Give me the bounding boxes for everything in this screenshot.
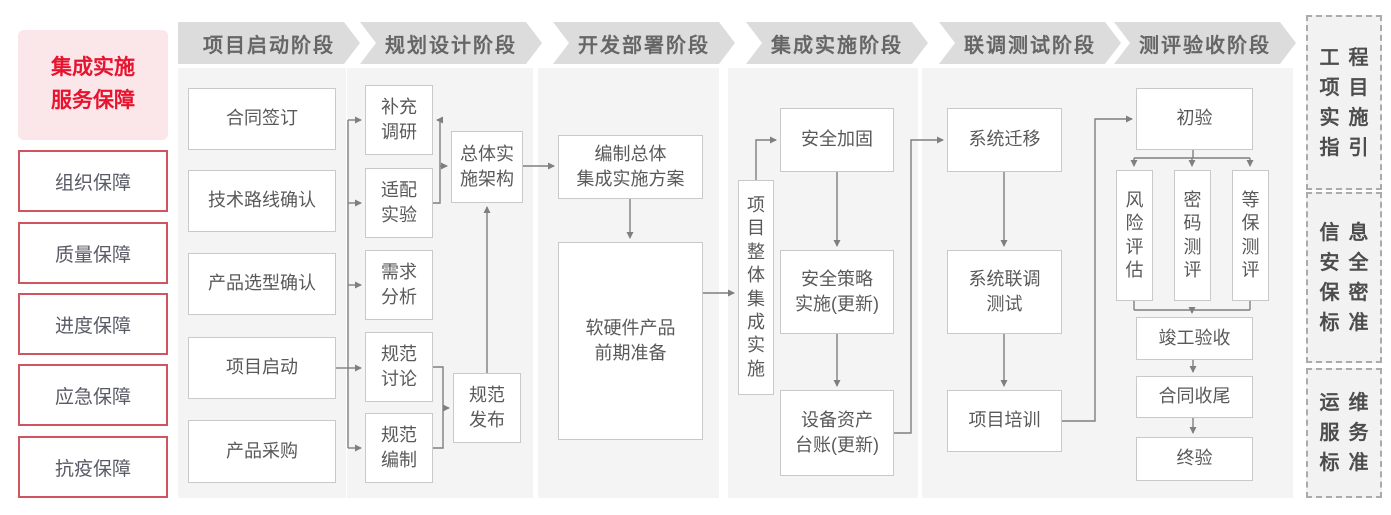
- phase-header-phase-acceptance: 测评验收阶段: [1114, 22, 1296, 64]
- doc-line: 安全: [1319, 251, 1378, 274]
- node-risk-assessment: 风险评估: [1116, 170, 1153, 301]
- doc-line: 保密: [1319, 281, 1378, 304]
- sidebar-item-emergency-guarantee: 应急保障: [18, 364, 168, 426]
- node-crypto-evaluation: 密码测评: [1174, 170, 1211, 301]
- node-overall-plan: 编制总体 集成实施方案: [558, 135, 703, 199]
- doc-line: 标准: [1319, 452, 1378, 474]
- doc-line: 运维: [1319, 392, 1378, 414]
- node-overall-integration: 项目整体集成实施: [738, 180, 774, 395]
- node-adaptation-test: 适配 实验: [365, 168, 433, 238]
- phase-header-phase-kickoff: 项目启动阶段: [178, 22, 360, 64]
- sidebar-title: 集成实施 服务保障: [18, 30, 168, 140]
- node-security-hardening: 安全加固: [780, 108, 894, 172]
- node-product-preparation: 软硬件产品 前期准备: [558, 242, 703, 440]
- node-project-training: 项目培训: [947, 390, 1062, 452]
- node-contract-closure: 合同收尾: [1136, 376, 1253, 418]
- node-requirement-analysis: 需求 分析: [365, 250, 433, 320]
- doc-line: 项目: [1319, 76, 1378, 99]
- sidebar-item-quality-guarantee: 质量保障: [18, 222, 168, 284]
- phase-header-phase-testing: 联调测试阶段: [939, 22, 1121, 64]
- node-asset-ledger: 设备资产 台账(更新): [780, 390, 894, 476]
- sidebar-item-schedule-guarantee: 进度保障: [18, 293, 168, 355]
- node-overall-architecture: 总体实 施架构: [451, 131, 523, 203]
- node-final-acceptance: 终验: [1136, 437, 1253, 481]
- doc-line: 标准: [1319, 311, 1378, 334]
- phase-header-phase-integration: 集成实施阶段: [746, 22, 928, 64]
- doc-line: 实施: [1319, 106, 1378, 129]
- node-system-migration: 系统迁移: [947, 108, 1062, 172]
- node-contract-signing: 合同签订: [188, 88, 336, 150]
- phase-header-phase-design: 规划设计阶段: [360, 22, 542, 64]
- doc-project-implementation-guide: 工程项目实施指引: [1306, 15, 1382, 190]
- doc-ops-service-standard: 运维服务标准: [1306, 368, 1382, 498]
- node-joint-testing: 系统联调 测试: [947, 250, 1062, 334]
- node-completion-acceptance: 竣工验收: [1136, 317, 1253, 360]
- node-spec-discussion: 规范 讨论: [365, 332, 433, 402]
- node-spec-drafting: 规范 编制: [365, 413, 433, 483]
- node-product-selection: 产品选型确认: [188, 253, 336, 315]
- sidebar-item-org-guarantee: 组织保障: [18, 150, 168, 212]
- node-tech-route: 技术路线确认: [188, 170, 336, 232]
- node-supplementary-research: 补充 调研: [365, 85, 433, 155]
- node-product-procurement: 产品采购: [188, 420, 336, 483]
- doc-line: 信息: [1319, 221, 1378, 244]
- doc-info-security-standard: 信息安全保密标准: [1306, 192, 1382, 363]
- sidebar-item-epidemic-guarantee: 抗疫保障: [18, 436, 168, 498]
- doc-line: 指引: [1319, 136, 1378, 159]
- node-project-kickoff: 项目启动: [188, 337, 336, 399]
- node-mlps-evaluation: 等保测评: [1232, 170, 1269, 301]
- node-initial-acceptance: 初验: [1136, 88, 1253, 150]
- doc-line: 服务: [1319, 422, 1378, 444]
- phase-header-phase-deploy: 开发部署阶段: [553, 22, 735, 64]
- node-security-policy: 安全策略 实施(更新): [780, 250, 894, 334]
- doc-line: 工程: [1319, 46, 1378, 69]
- node-spec-release: 规范 发布: [453, 373, 521, 443]
